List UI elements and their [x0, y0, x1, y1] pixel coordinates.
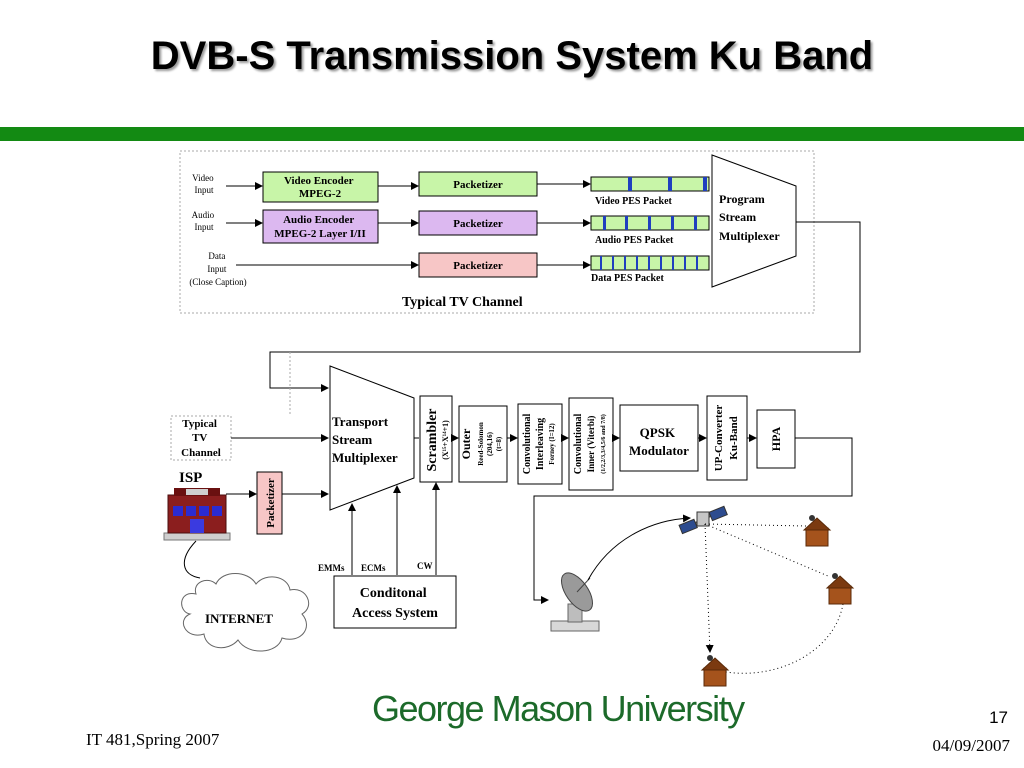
program-mux-label: Program Stream Multiplexer — [719, 192, 780, 243]
internet-label: INTERNET — [205, 611, 273, 626]
uplink-dish-icon — [550, 572, 600, 632]
video-pes-label: Video PES Packet — [595, 196, 673, 207]
transport-stream-multiplexer — [329, 365, 415, 511]
video-pes-packets — [590, 176, 710, 192]
receiver-house-icon — [700, 655, 730, 687]
audio-pes-label: Audio PES Packet — [595, 235, 674, 246]
convolutional-inner-box — [568, 397, 614, 491]
isp-packetizer-box — [256, 471, 283, 535]
scrambler-label: Scrambler — [425, 409, 440, 472]
up-converter-box — [706, 395, 748, 481]
outer-reed-solomon-box — [458, 405, 508, 483]
typical-tv-channel-label: Typical TV Channel — [181, 418, 221, 459]
hpa-box — [756, 409, 796, 469]
inner-label-2: Inner (Viterbi) — [586, 416, 596, 473]
tv-channel-title: Typical TV Channel — [402, 295, 523, 310]
satellite-icon — [678, 505, 728, 535]
data-pes-label: Data PES Packet — [591, 273, 664, 284]
course-footer: IT 481,Spring 2007 — [86, 730, 220, 749]
scrambler-polynomial: (X¹⁵+X¹⁴+1) — [441, 420, 450, 460]
interleaving-label-1: Convolutional — [522, 413, 533, 474]
audio-encoder-box — [262, 209, 379, 244]
receiver-house-icon — [802, 515, 832, 547]
outer-rs-label: Reed-Solomon — [477, 422, 485, 466]
program-stream-multiplexer — [711, 154, 797, 288]
ecms-label: ECMs — [361, 563, 386, 573]
video-packetizer-label: Packetizer — [453, 179, 503, 191]
cw-label: CW — [417, 561, 433, 571]
qpsk-modulator-box — [619, 404, 699, 472]
outer-label: Outer — [459, 428, 473, 459]
title-divider-bar — [0, 127, 1024, 141]
internet-cloud-icon — [181, 573, 310, 652]
interleaving-label-2: Interleaving — [535, 418, 546, 470]
interleaving-label-3: Forney (I=12) — [548, 423, 556, 465]
audio-pes-packets — [590, 215, 710, 231]
page-title: DVB-S Transmission System Ku Band — [150, 34, 874, 78]
isp-packetizer-label: Packetizer — [265, 478, 277, 528]
video-encoder-box — [262, 171, 379, 203]
receiver-house-icon — [825, 573, 855, 605]
audio-packetizer-label: Packetizer — [453, 218, 503, 230]
transport-mux-label: Transport Stream Multiplexer — [332, 414, 398, 465]
emms-label: EMMs — [318, 563, 345, 573]
audio-encoder-label: Audio Encoder MPEG-2 Layer I/II — [274, 214, 365, 240]
convolutional-interleaving-box — [517, 403, 563, 485]
outer-rs-params: (204,16) — [486, 431, 494, 456]
university-logo: George Mason University — [372, 688, 745, 729]
isp-label: ISP — [179, 470, 202, 486]
footer-date: 04/09/2007 — [932, 736, 1010, 755]
video-input-label: Video Input — [192, 173, 216, 195]
inner-label-3: (1/2,2/3,3/4,5/6 and 7/8) — [600, 414, 607, 474]
cas-label: Conditonal Access System — [352, 586, 438, 621]
outer-rs-t: (t=8) — [495, 436, 503, 451]
qpsk-label: QPSK Modulator — [629, 425, 689, 458]
video-packetizer-box — [418, 171, 538, 197]
page-number: 17 — [989, 708, 1008, 727]
hpa-label: HPA — [769, 426, 783, 451]
inner-label-1: Convolutional — [573, 413, 584, 474]
conditional-access-system-box — [333, 575, 457, 629]
ku-band-label: Ku-Band — [728, 416, 740, 459]
up-converter-label: UP-Converter — [713, 405, 725, 472]
data-input-label: Data Input (Close Caption) — [189, 251, 246, 287]
video-encoder-label: Video Encoder MPEG-2 — [284, 175, 356, 200]
data-pes-packets — [590, 255, 710, 271]
audio-input-label: Audio Input — [192, 210, 217, 232]
tv-channel-frame — [179, 150, 815, 314]
isp-building-icon — [163, 488, 231, 541]
data-packetizer-label: Packetizer — [453, 260, 503, 272]
